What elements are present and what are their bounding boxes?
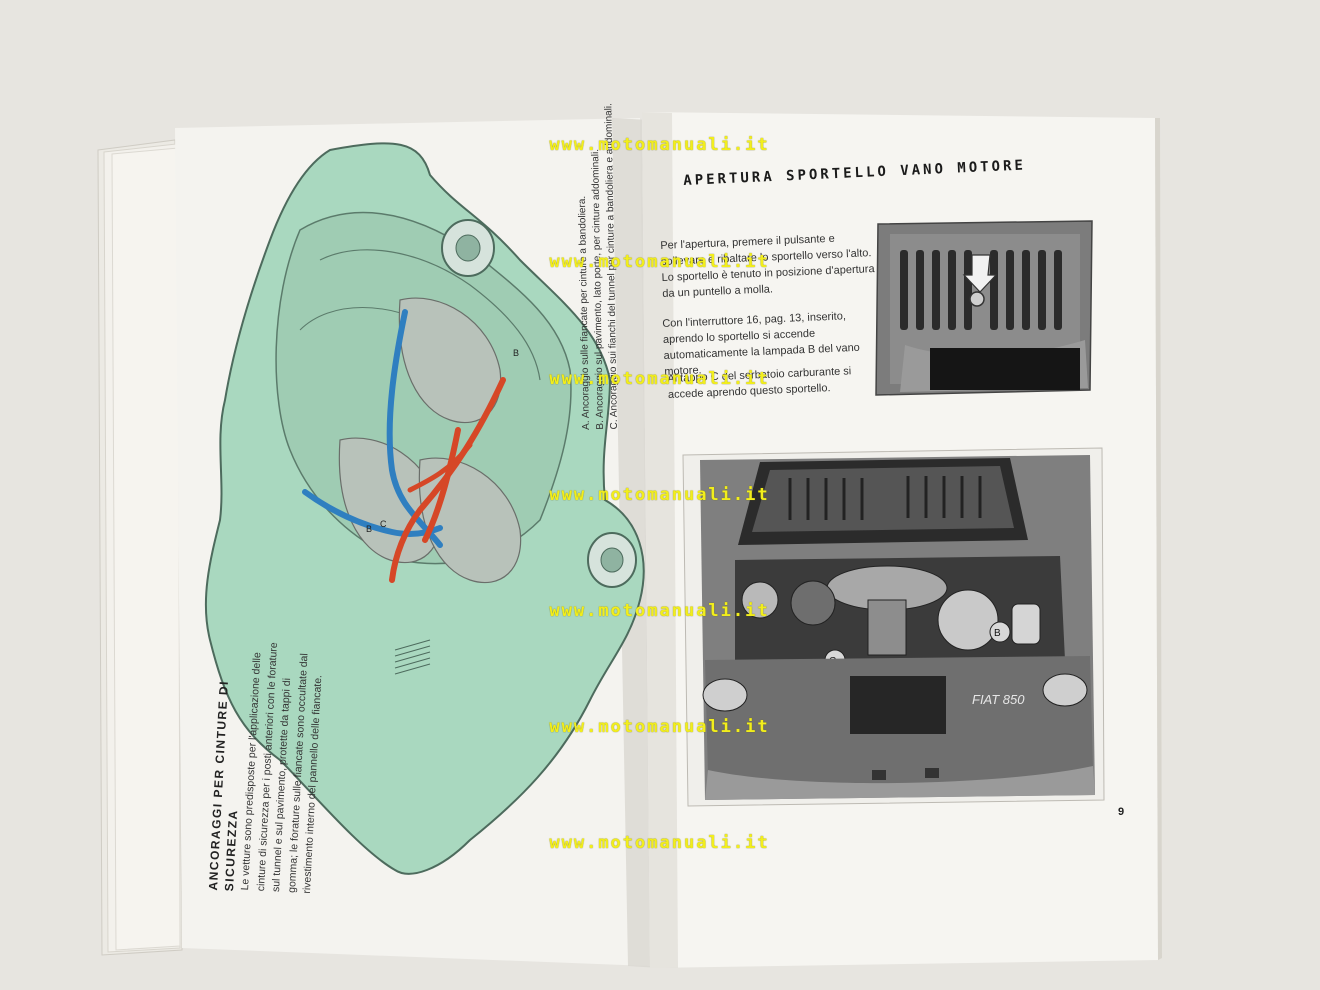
watermark: www.motomanuali.it [549,135,770,155]
car-belt-diagram: B C B [204,142,645,875]
watermark: www.motomanuali.it [549,833,770,853]
watermark: www.motomanuali.it [549,252,770,272]
diagram-label-c: C [380,519,387,529]
watermark: www.motomanuali.it [549,369,770,389]
diagram-legend: A. Ancoraggio sulle fiancate per cinture… [576,103,622,430]
watermark: www.motomanuali.it [549,717,770,737]
diagram-label-b-bottom: B [366,524,372,534]
page-number: 9 [1118,806,1125,818]
lid-button-photo [875,220,1093,396]
section-body: Le vetture sono predisposte per l'applic… [238,642,325,894]
watermark: www.motomanuali.it [549,601,770,621]
watermark: www.motomanuali.it [549,485,770,505]
diagram-label-b-top: B [513,348,519,358]
fiat-850-badge: FIAT 850 [972,692,1025,707]
engine-bay-photo: C B FIAT 850 [682,447,1105,807]
photo-label-b: B [994,628,1001,639]
